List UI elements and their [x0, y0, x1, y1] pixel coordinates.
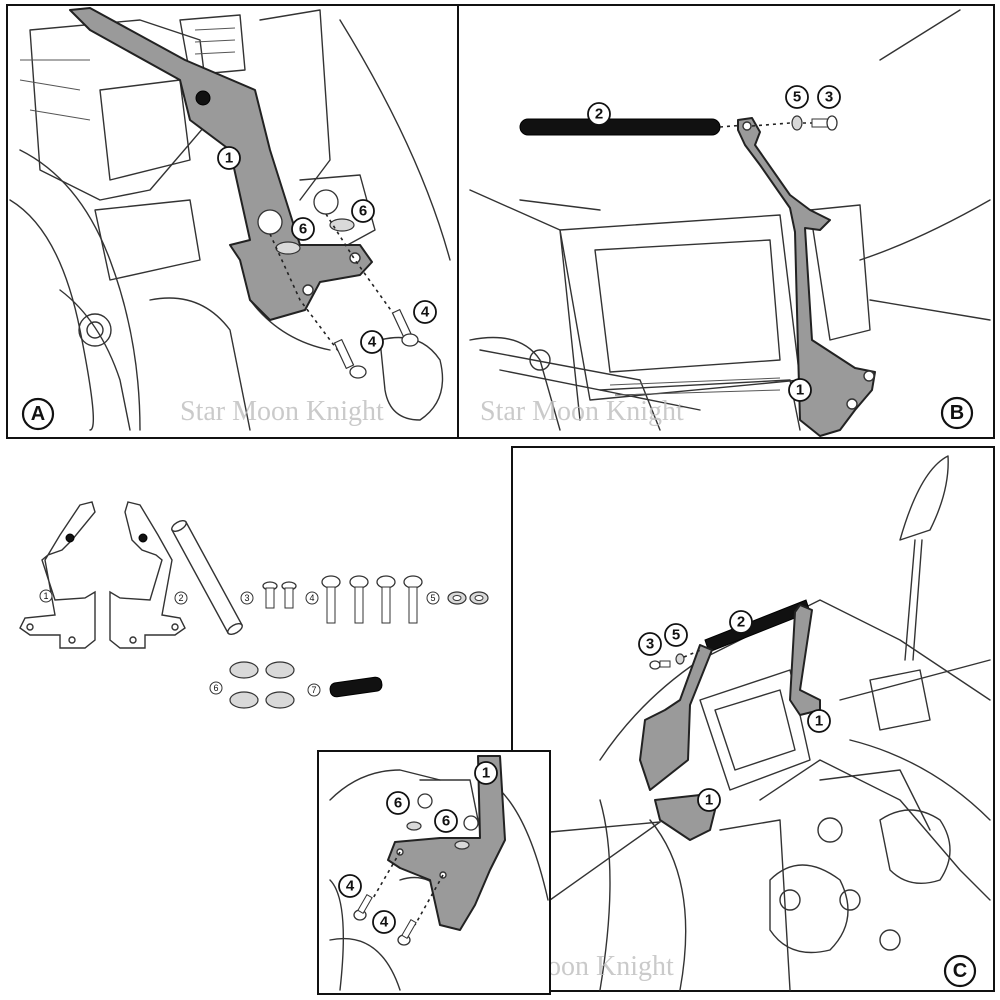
parts-number-5: 5: [426, 591, 440, 605]
svg-text:3: 3: [646, 636, 654, 653]
panel-a-callout-1: 1: [217, 146, 241, 170]
panel-a-frame: [6, 4, 459, 439]
svg-text:4: 4: [380, 914, 389, 931]
panel-c-callout-2: 2: [729, 610, 753, 634]
panel-c-inset-callout-4-upper: 4: [338, 874, 362, 898]
watermark-b: Star Moon Knight: [480, 396, 684, 427]
panel-c-leader-bottom: [549, 821, 661, 901]
panel-a-rubber-grommet: [195, 90, 211, 106]
panel-b-callout-1: 1: [788, 378, 812, 402]
panel-a-bracket: [69, 7, 373, 321]
svg-text:2: 2: [595, 106, 603, 123]
panel-a-bolt-right: [391, 308, 419, 347]
svg-text:7: 7: [311, 685, 316, 695]
svg-text:5: 5: [430, 593, 435, 603]
svg-text:5: 5: [672, 627, 680, 644]
panel-b-label: B: [940, 396, 974, 430]
panel-a-spacer-left: [275, 241, 301, 255]
svg-text:6: 6: [213, 683, 218, 693]
watermark-a: Star Moon Knight: [180, 396, 384, 427]
panel-b-washer: [791, 115, 803, 131]
panel-c-inset-callout-1: 1: [474, 761, 498, 785]
parts-number-2: 2: [174, 591, 188, 605]
panel-c-callout-5: 5: [664, 623, 688, 647]
svg-text:4: 4: [309, 593, 314, 603]
panel-b-frame: [457, 4, 995, 439]
svg-text:2: 2: [178, 593, 183, 603]
panel-a-label: A: [21, 397, 55, 431]
panel-c-inset-bolt-right: [397, 919, 417, 946]
svg-text:C: C: [953, 960, 967, 982]
washer-icon: [447, 591, 489, 605]
panel-c: 2 3 5 1 1 C: [511, 446, 995, 992]
parts-number-3: 3: [240, 591, 254, 605]
panel-c-inset-callout-4-lower: 4: [372, 910, 396, 934]
panel-c-bracket-left: [639, 644, 713, 791]
svg-text:1: 1: [43, 591, 48, 601]
svg-text:2: 2: [737, 614, 745, 631]
svg-text:1: 1: [796, 382, 804, 399]
svg-text:1: 1: [482, 765, 490, 782]
svg-text:6: 6: [359, 203, 367, 220]
svg-text:1: 1: [225, 150, 233, 167]
parts-number-4: 4: [305, 591, 319, 605]
panel-c-washer: [675, 653, 685, 665]
panel-a: 1 6 6 4 4 A: [6, 4, 459, 439]
panel-c-callout-1-upper: 1: [807, 709, 831, 733]
panel-c-inset-callout-6-left: 6: [386, 791, 410, 815]
panel-b-callout-5: 5: [785, 85, 809, 109]
svg-text:5: 5: [793, 89, 801, 106]
panel-a-spacer-right: [329, 218, 355, 232]
panel-b-bracket: [737, 117, 876, 437]
svg-text:3: 3: [825, 89, 833, 106]
panel-c-inset-bolt-left: [353, 894, 373, 921]
bracket-pair-icon: [19, 501, 186, 649]
parts-number-7: 7: [307, 683, 321, 697]
svg-text:6: 6: [394, 795, 402, 812]
svg-text:6: 6: [442, 813, 450, 830]
panel-b-crossbar: [519, 118, 721, 136]
svg-text:3: 3: [244, 593, 249, 603]
panel-c-screw: [649, 660, 671, 670]
panel-c-leader-top: [549, 821, 661, 833]
svg-text:A: A: [31, 403, 45, 425]
rubber-sleeve-icon: [329, 676, 383, 698]
panel-b-screw: [811, 115, 838, 131]
short-screw-icon: [262, 581, 297, 609]
panel-b: 2 5 3 1 B: [457, 4, 995, 439]
parts-number-6: 6: [209, 681, 223, 695]
crossbar-tube-icon: [171, 520, 243, 635]
svg-text:4: 4: [368, 334, 377, 351]
parts-number-1: 1: [39, 589, 53, 603]
svg-text:6: 6: [299, 221, 307, 238]
panel-a-callout-6-right: 6: [351, 199, 375, 223]
panel-a-callout-4-right: 4: [413, 300, 437, 324]
panel-b-callout-2: 2: [587, 102, 611, 126]
panel-a-callout-4-left: 4: [360, 330, 384, 354]
panel-b-callout-3: 3: [817, 85, 841, 109]
panel-c-inset-bracket: [387, 755, 506, 931]
long-bolt-icon: [321, 575, 423, 624]
panel-c-inset: 1 6 6 4 4: [317, 750, 551, 995]
panel-c-inset-callout-6-right: 6: [434, 809, 458, 833]
panel-a-callout-6-left: 6: [291, 217, 315, 241]
panel-a-bolt-left: [333, 338, 367, 379]
panel-a-background-sketch: [9, 9, 451, 431]
panel-c-background-sketch: [599, 455, 991, 991]
panel-c-label: C: [943, 954, 977, 988]
svg-text:B: B: [950, 402, 964, 424]
panel-c-frame: [511, 446, 995, 992]
svg-text:1: 1: [815, 713, 823, 730]
panel-c-callout-3: 3: [638, 632, 662, 656]
panel-c-callout-1-lower: 1: [697, 788, 721, 812]
parts-list: 1 2 3: [19, 501, 489, 709]
svg-text:4: 4: [346, 878, 355, 895]
svg-text:4: 4: [421, 304, 430, 321]
svg-text:1: 1: [705, 792, 713, 809]
spacer-pad-icon: [229, 661, 295, 709]
